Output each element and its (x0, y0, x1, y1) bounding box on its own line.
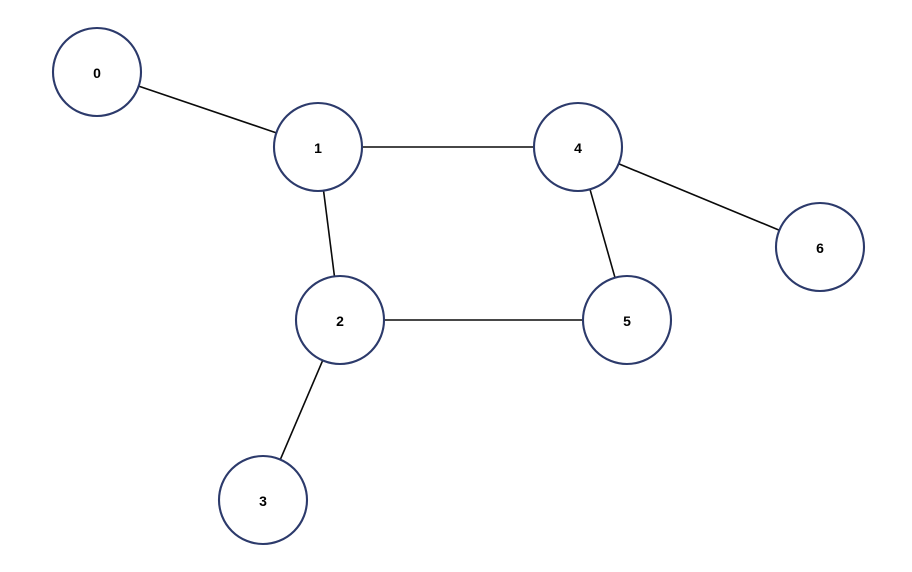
node-circle-1[interactable] (272, 101, 364, 193)
node-label-3: 3 (259, 493, 267, 509)
graph-node-3[interactable]: 3 (217, 454, 309, 546)
graph-edge-2-3 (279, 360, 324, 460)
node-circle-5[interactable] (581, 274, 673, 366)
graph-edge-4-6 (618, 163, 780, 231)
node-label-2: 2 (336, 313, 344, 329)
node-label-5: 5 (623, 313, 631, 329)
node-circle-2[interactable] (294, 274, 386, 366)
node-layer: 0 1 2 3 4 5 6 (51, 26, 866, 546)
graph-node-0[interactable]: 0 (51, 26, 143, 118)
graph-node-4[interactable]: 4 (532, 101, 624, 193)
graph-edge-4-5 (589, 189, 616, 278)
graph-edge-1-2 (322, 190, 336, 277)
graph-node-5[interactable]: 5 (581, 274, 673, 366)
node-label-4: 4 (574, 140, 582, 156)
node-circle-0[interactable] (51, 26, 143, 118)
edge-layer (138, 85, 780, 460)
node-label-1: 1 (314, 140, 322, 156)
node-label-0: 0 (93, 65, 101, 81)
graph-node-2[interactable]: 2 (294, 274, 386, 366)
node-label-6: 6 (816, 240, 824, 256)
graph-node-6[interactable]: 6 (774, 201, 866, 293)
node-circle-3[interactable] (217, 454, 309, 546)
node-circle-6[interactable] (774, 201, 866, 293)
graph-node-1[interactable]: 1 (272, 101, 364, 193)
node-circle-4[interactable] (532, 101, 624, 193)
graph-edge-0-1 (138, 85, 277, 134)
